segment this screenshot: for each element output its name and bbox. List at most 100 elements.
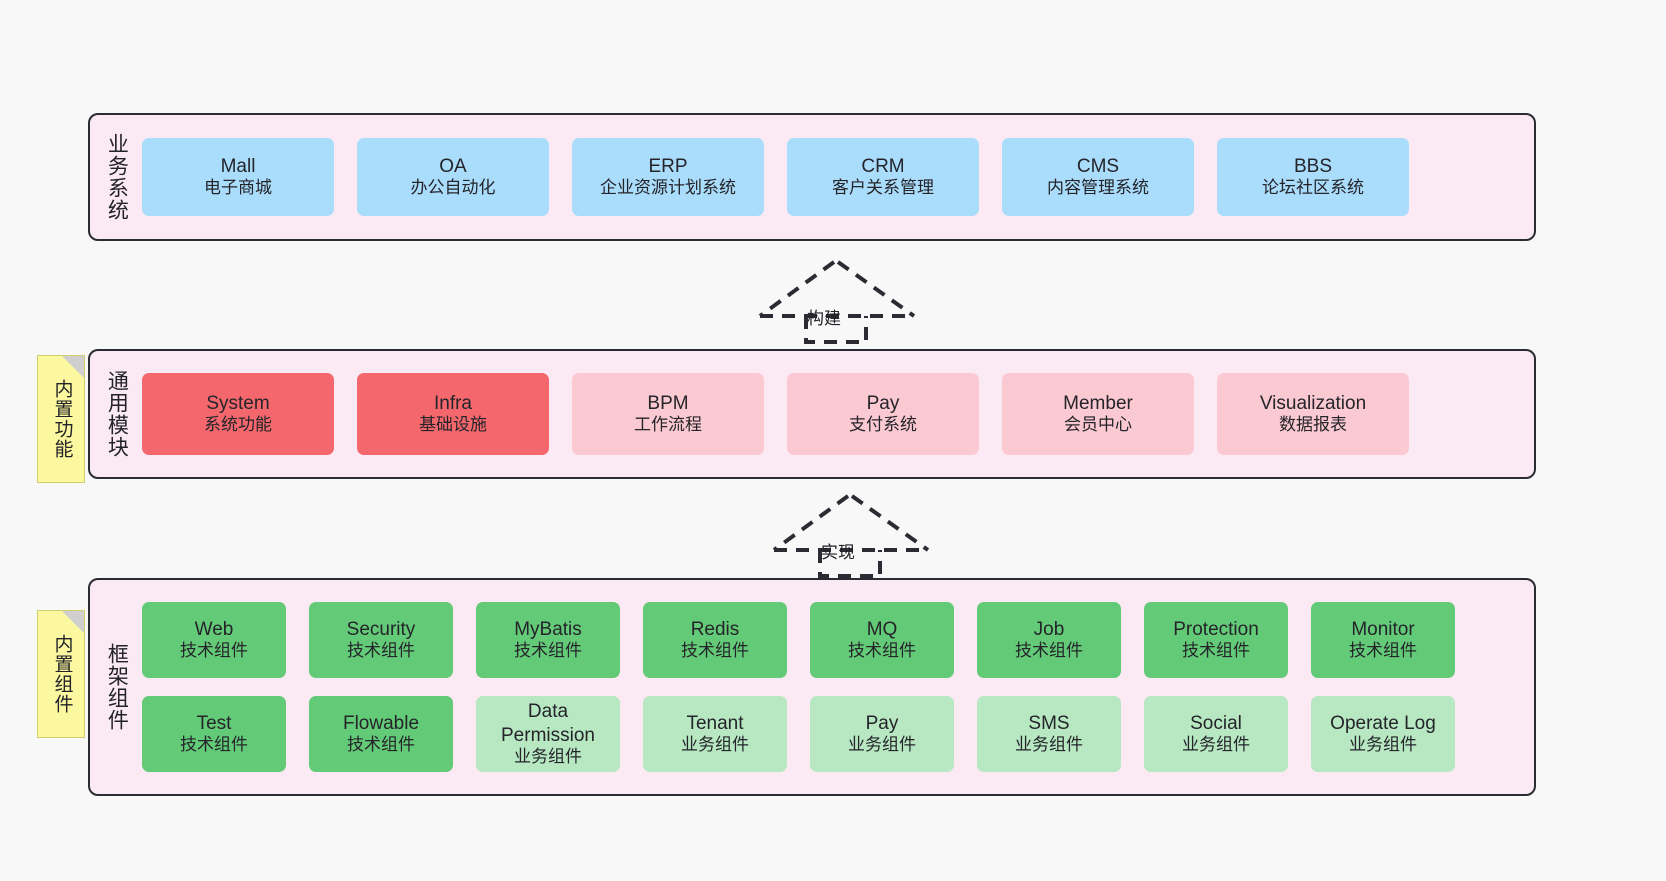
- node-bbs-cn: 论坛社区系统: [1262, 178, 1364, 198]
- node-job-cn: 技术组件: [1015, 641, 1083, 661]
- node-operate-log[interactable]: Operate Log 业务组件: [1311, 696, 1455, 772]
- node-member[interactable]: Member 会员中心: [1002, 373, 1194, 455]
- note-builtin-components-text: 内置组件: [51, 634, 73, 714]
- node-cms-en: CMS: [1076, 156, 1120, 178]
- layer-common-modules: 通用模块 System 系统功能 Infra 基础设施 BPM 工作流程 Pay: [88, 349, 1536, 479]
- node-erp-cn: 企业资源计划系统: [600, 178, 736, 198]
- node-sms-cn: 业务组件: [1015, 735, 1083, 755]
- node-visualization-cn: 数据报表: [1279, 415, 1347, 435]
- node-visualization-en: Visualization: [1259, 393, 1367, 415]
- node-redis[interactable]: Redis 技术组件: [643, 602, 787, 678]
- node-sms-en: SMS: [1028, 713, 1070, 735]
- layer-business-systems-body: Mall 电子商城 OA 办公自动化 ERP 企业资源计划系统 CRM 客户关系…: [142, 115, 1534, 239]
- layer-business-systems: 业务系统 Mall 电子商城 OA 办公自动化 ERP 企业资源计划系统 CRM: [88, 113, 1536, 241]
- node-test-en: Test: [196, 713, 232, 735]
- node-member-en: Member: [1063, 393, 1133, 415]
- node-security[interactable]: Security 技术组件: [309, 602, 453, 678]
- layer-framework-components-title: 框架组件: [105, 643, 129, 731]
- node-system-cn: 系统功能: [204, 415, 272, 435]
- node-bpm[interactable]: BPM 工作流程: [572, 373, 764, 455]
- node-visualization[interactable]: Visualization 数据报表: [1217, 373, 1409, 455]
- node-social-en: Social: [1190, 713, 1242, 735]
- note-fold-corner-icon: [62, 356, 84, 378]
- node-bbs-en: BBS: [1293, 156, 1333, 178]
- node-monitor-cn: 技术组件: [1349, 641, 1417, 661]
- node-security-en: Security: [346, 619, 416, 641]
- node-cms[interactable]: CMS 内容管理系统: [1002, 138, 1194, 216]
- node-mq[interactable]: MQ 技术组件: [810, 602, 954, 678]
- node-flowable[interactable]: Flowable 技术组件: [309, 696, 453, 772]
- node-social-cn: 业务组件: [1182, 735, 1250, 755]
- node-data-permission[interactable]: Data Permission 业务组件: [476, 696, 620, 772]
- note-builtin-components: 内置组件: [37, 610, 85, 738]
- connector-implement: 实现: [770, 492, 930, 578]
- framework-components-row-2: Test 技术组件 Flowable 技术组件 Data Permission …: [142, 696, 1520, 772]
- note-builtin-features: 内置功能: [37, 355, 85, 483]
- node-member-cn: 会员中心: [1064, 415, 1132, 435]
- node-protection[interactable]: Protection 技术组件: [1144, 602, 1288, 678]
- note-fold-corner-icon: [62, 611, 84, 633]
- node-infra-en: Infra: [433, 393, 473, 415]
- node-operate-log-cn: 业务组件: [1349, 735, 1417, 755]
- node-mall-en: Mall: [220, 156, 256, 178]
- node-pay-component-cn: 业务组件: [848, 735, 916, 755]
- node-flowable-cn: 技术组件: [347, 735, 415, 755]
- node-oa[interactable]: OA 办公自动化: [357, 138, 549, 216]
- node-job[interactable]: Job 技术组件: [977, 602, 1121, 678]
- node-data-permission-cn: 业务组件: [514, 746, 582, 766]
- layer-framework-components: 框架组件 Web 技术组件 Security 技术组件 MyBatis 技术组件…: [88, 578, 1536, 796]
- node-web[interactable]: Web 技术组件: [142, 602, 286, 678]
- note-builtin-features-text: 内置功能: [51, 379, 73, 459]
- node-mall[interactable]: Mall 电子商城: [142, 138, 334, 216]
- node-pay-module[interactable]: Pay 支付系统: [787, 373, 979, 455]
- node-social[interactable]: Social 业务组件: [1144, 696, 1288, 772]
- node-erp[interactable]: ERP 企业资源计划系统: [572, 138, 764, 216]
- layer-common-modules-body: System 系统功能 Infra 基础设施 BPM 工作流程 Pay 支付系统…: [142, 351, 1534, 477]
- node-monitor-en: Monitor: [1351, 619, 1415, 641]
- node-test[interactable]: Test 技术组件: [142, 696, 286, 772]
- node-protection-en: Protection: [1173, 619, 1259, 641]
- layer-common-modules-title: 通用模块: [105, 370, 129, 458]
- node-web-en: Web: [194, 619, 234, 641]
- node-system-en: System: [206, 393, 270, 415]
- node-test-cn: 技术组件: [180, 735, 248, 755]
- connector-build-label: 构建: [807, 309, 841, 328]
- node-oa-en: OA: [439, 156, 467, 178]
- node-mq-cn: 技术组件: [848, 641, 916, 661]
- node-tenant-en: Tenant: [686, 713, 744, 735]
- node-tenant-cn: 业务组件: [681, 735, 749, 755]
- layer-framework-components-body: Web 技术组件 Security 技术组件 MyBatis 技术组件 Redi…: [142, 580, 1534, 794]
- node-operate-log-en: Operate Log: [1330, 713, 1436, 735]
- framework-components-row-1: Web 技术组件 Security 技术组件 MyBatis 技术组件 Redi…: [142, 602, 1520, 678]
- node-infra-cn: 基础设施: [419, 415, 487, 435]
- node-mybatis[interactable]: MyBatis 技术组件: [476, 602, 620, 678]
- node-flowable-en: Flowable: [342, 713, 420, 735]
- node-monitor[interactable]: Monitor 技术组件: [1311, 602, 1455, 678]
- node-bpm-cn: 工作流程: [634, 415, 702, 435]
- node-redis-en: Redis: [690, 619, 740, 641]
- connector-implement-label: 实现: [821, 543, 855, 562]
- node-data-permission-en: Data Permission: [501, 701, 595, 746]
- connector-build-arrow-icon: [758, 260, 916, 344]
- node-system[interactable]: System 系统功能: [142, 373, 334, 455]
- node-infra[interactable]: Infra 基础设施: [357, 373, 549, 455]
- node-crm-en: CRM: [861, 156, 905, 178]
- node-pay-module-cn: 支付系统: [849, 415, 917, 435]
- node-mall-cn: 电子商城: [204, 178, 272, 198]
- node-pay-component-en: Pay: [865, 713, 899, 735]
- node-mybatis-cn: 技术组件: [514, 641, 582, 661]
- connector-implement-arrow-icon: [772, 494, 930, 578]
- node-mybatis-en: MyBatis: [514, 619, 582, 641]
- node-sms[interactable]: SMS 业务组件: [977, 696, 1121, 772]
- node-tenant[interactable]: Tenant 业务组件: [643, 696, 787, 772]
- node-security-cn: 技术组件: [347, 641, 415, 661]
- layer-business-systems-title: 业务系统: [105, 133, 129, 221]
- node-oa-cn: 办公自动化: [410, 178, 496, 198]
- node-bbs[interactable]: BBS 论坛社区系统: [1217, 138, 1409, 216]
- node-pay-component[interactable]: Pay 业务组件: [810, 696, 954, 772]
- node-crm-cn: 客户关系管理: [832, 178, 934, 198]
- node-cms-cn: 内容管理系统: [1047, 178, 1149, 198]
- node-pay-module-en: Pay: [866, 393, 900, 415]
- node-crm[interactable]: CRM 客户关系管理: [787, 138, 979, 216]
